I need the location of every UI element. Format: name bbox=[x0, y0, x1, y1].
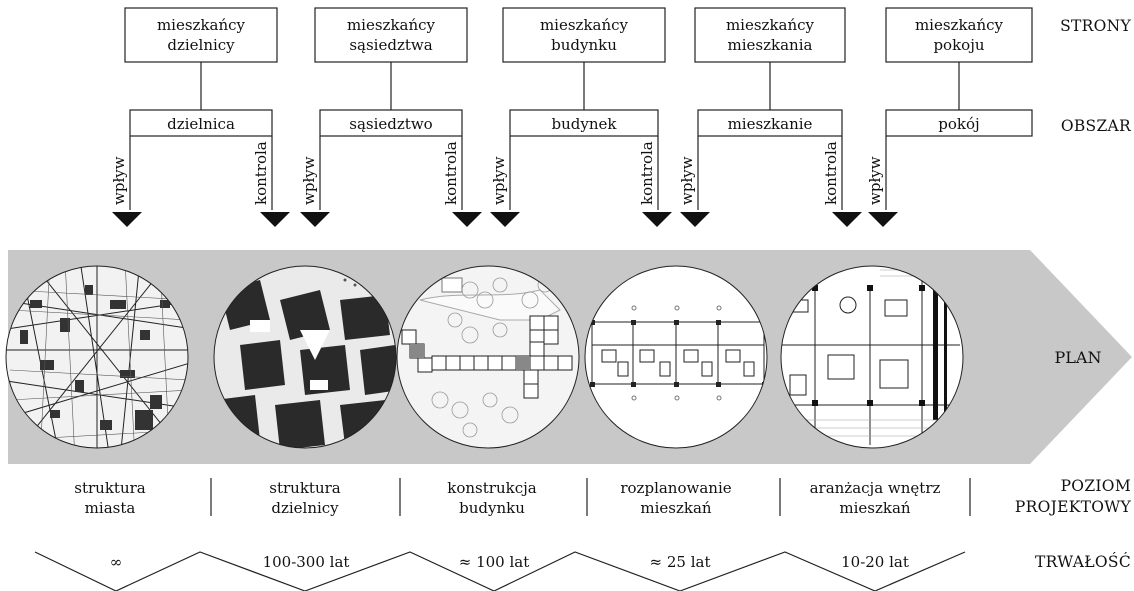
building-site-plan-image bbox=[397, 266, 579, 448]
durability-value: 100-300 lat bbox=[263, 553, 350, 571]
influence-label: wpływ bbox=[300, 156, 318, 205]
area-label: mieszkanie bbox=[728, 115, 813, 133]
plan-heading: PLAN bbox=[1055, 348, 1102, 367]
influence-label: wpływ bbox=[490, 156, 508, 205]
level-label-line1: aranżacja wnętrz bbox=[810, 479, 941, 497]
arrow-down-icon bbox=[452, 212, 482, 227]
level-separators bbox=[210, 478, 971, 516]
apartment-layout-plan-image bbox=[585, 266, 767, 448]
design-level-heading-line1: POZIOM bbox=[1061, 477, 1131, 495]
level-label-line2: mieszkań bbox=[839, 499, 911, 517]
column-group-1: mieszkańcy dzielnicy dzielnica bbox=[124, 7, 278, 210]
arrow-down-icon bbox=[300, 212, 330, 227]
durability-value: 10-20 lat bbox=[841, 553, 909, 571]
party-label-line1: mieszkańcy bbox=[540, 16, 629, 34]
party-label-line2: sąsiedztwa bbox=[349, 36, 432, 54]
design-levels: struktura miasta struktura dzielnicy kon… bbox=[74, 478, 971, 517]
arrow-down-icon bbox=[642, 212, 672, 227]
column-group-5: mieszkańcy pokoju pokój bbox=[885, 7, 1033, 210]
control-label: kontrola bbox=[442, 141, 460, 205]
level-label-line1: struktura bbox=[74, 479, 146, 497]
level-label-line1: struktura bbox=[269, 479, 341, 497]
design-level-heading-line2: PROJEKTOWY bbox=[1015, 498, 1132, 516]
durability-value: ≈ 100 lat bbox=[459, 553, 530, 571]
durability-value: ∞ bbox=[110, 553, 123, 571]
area-heading: OBSZAR bbox=[1061, 117, 1132, 135]
party-label-line1: mieszkańcy bbox=[347, 16, 436, 34]
party-label-line1: mieszkańcy bbox=[915, 16, 1004, 34]
column-group-4: mieszkańcy mieszkania mieszkanie bbox=[694, 7, 846, 210]
influence-label: wpływ bbox=[678, 156, 696, 205]
area-label: budynek bbox=[552, 115, 618, 133]
arrow-down-icon bbox=[680, 212, 710, 227]
control-label: kontrola bbox=[252, 141, 270, 205]
level-label-line1: konstrukcja bbox=[447, 479, 536, 497]
arrow-down-icon bbox=[832, 212, 862, 227]
arrow-labels: wpływ kontrola wpływ kontrola wpływ kont… bbox=[110, 141, 884, 205]
durability-zigzag bbox=[34, 551, 966, 591]
party-label-line1: mieszkańcy bbox=[157, 16, 246, 34]
arrow-down-icon bbox=[868, 212, 898, 227]
influence-label: wpływ bbox=[866, 156, 884, 205]
area-label: pokój bbox=[938, 115, 979, 133]
area-box bbox=[129, 109, 273, 137]
party-label-line2: budynku bbox=[551, 36, 617, 54]
area-label: dzielnica bbox=[167, 115, 235, 133]
durability-value: ≈ 25 lat bbox=[650, 553, 711, 571]
level-label-line1: rozplanowanie bbox=[620, 479, 731, 497]
down-arrows bbox=[112, 212, 898, 227]
party-label-line2: pokoju bbox=[933, 36, 984, 54]
district-map-image bbox=[214, 266, 396, 448]
arrow-down-icon bbox=[260, 212, 290, 227]
influence-label: wpływ bbox=[110, 156, 128, 205]
party-box bbox=[124, 7, 278, 63]
party-label-line2: mieszkania bbox=[728, 36, 813, 54]
column-group-3: mieszkańcy budynku budynek bbox=[502, 7, 666, 210]
level-label-line2: budynku bbox=[459, 499, 525, 517]
level-label-line2: dzielnicy bbox=[271, 499, 339, 517]
durability-heading: TRWAŁOŚĆ bbox=[1035, 553, 1131, 571]
interior-arrangement-plan-image bbox=[781, 266, 963, 448]
arrow-down-icon bbox=[112, 212, 142, 227]
control-label: kontrola bbox=[638, 141, 656, 205]
control-label: kontrola bbox=[822, 141, 840, 205]
arrow-down-icon bbox=[490, 212, 520, 227]
party-label-line2: dzielnicy bbox=[167, 36, 235, 54]
area-label: sąsiedztwo bbox=[349, 115, 432, 133]
level-label-line2: miasta bbox=[85, 499, 136, 517]
durability-row: ∞ 100-300 lat ≈ 100 lat ≈ 25 lat 10-20 l… bbox=[34, 551, 966, 591]
city-map-image bbox=[6, 266, 188, 448]
column-group-2: mieszkańcy sąsiedztwa sąsiedztwo bbox=[314, 7, 468, 210]
level-label-line2: mieszkań bbox=[640, 499, 712, 517]
party-label-line1: mieszkańcy bbox=[726, 16, 815, 34]
parties-heading: STRONY bbox=[1060, 17, 1131, 35]
